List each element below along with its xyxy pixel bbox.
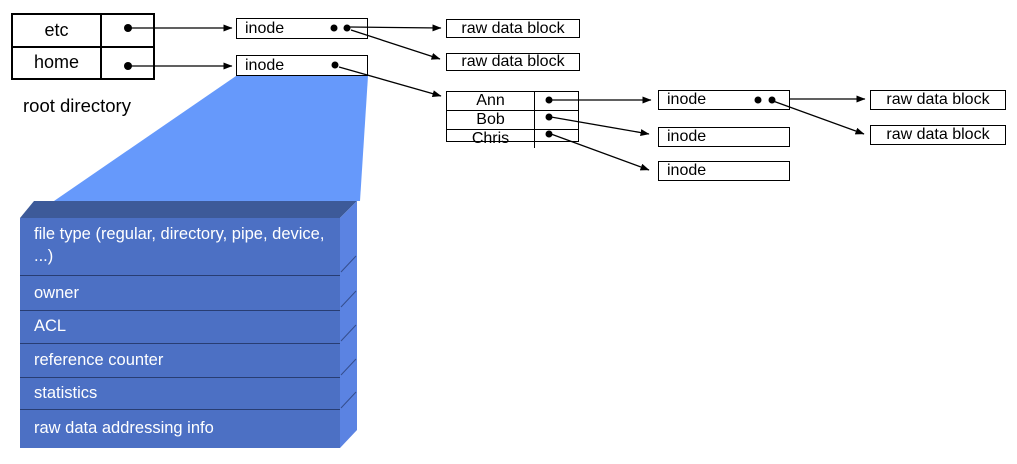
inode-box-ann: inode [658, 90, 790, 110]
raw-data-block-label: raw data block [886, 91, 990, 108]
dir-entry-pointer-cell [102, 48, 153, 79]
box-side-row-seams [340, 255, 357, 409]
dir-entry-name: Chris [447, 130, 535, 148]
box-side-face [340, 201, 357, 448]
raw-data-block-label: raw data block [461, 53, 565, 70]
raw-data-block: raw data block [870, 125, 1006, 145]
inode-structure-box: file type (regular, directory, pipe, dev… [20, 218, 340, 448]
inode-box-bob: inode [658, 127, 790, 147]
inode-box-chris: inode [658, 161, 790, 181]
inode-field-statistics: statistics [20, 376, 340, 409]
inode-label: inode [245, 56, 285, 74]
inode-field-reference-counter: reference counter [20, 343, 340, 376]
inode-label: inode [667, 162, 707, 179]
raw-data-block: raw data block [446, 53, 580, 71]
dir-entry-pointer-cell [535, 111, 578, 129]
inode-field-owner: owner [20, 275, 340, 309]
inode-box-home: inode [236, 55, 368, 76]
table-row: etc [13, 15, 153, 46]
table-row: Ann [447, 92, 578, 110]
zoom-funnel-shape [54, 76, 368, 201]
raw-data-block: raw data block [870, 90, 1006, 110]
dir-entry-name: home [13, 47, 102, 78]
root-directory-caption: root directory [23, 95, 131, 116]
dir-entry-pointer-cell [535, 130, 578, 148]
inode-box-etc: inode [236, 18, 368, 39]
inode-field-file-type: file type (regular, directory, pipe, dev… [34, 225, 325, 265]
dir-entry-pointer-cell [102, 15, 153, 46]
root-directory-table: etc home [11, 13, 155, 80]
table-row: Chris [447, 129, 578, 148]
dir-entry-pointer-cell [535, 92, 578, 110]
inode-label: inode [245, 19, 285, 37]
raw-data-block: raw data block [446, 19, 580, 38]
table-row: Bob [447, 110, 578, 129]
inode-field-acl: ACL [20, 309, 340, 343]
dir-entry-name: Ann [447, 92, 535, 110]
dir-entry-name: etc [13, 15, 102, 46]
raw-data-block-label: raw data block [461, 19, 565, 37]
box-top-bevel [20, 201, 357, 218]
inode-label: inode [667, 91, 707, 108]
inode-field-raw-data-addressing: raw data addressing info [20, 408, 340, 448]
dir-entry-name: Bob [447, 111, 535, 129]
raw-data-block-label: raw data block [886, 126, 990, 143]
inode-label: inode [667, 128, 707, 145]
table-row: home [13, 45, 153, 79]
home-directory-table: Ann Bob Chris [446, 91, 579, 148]
